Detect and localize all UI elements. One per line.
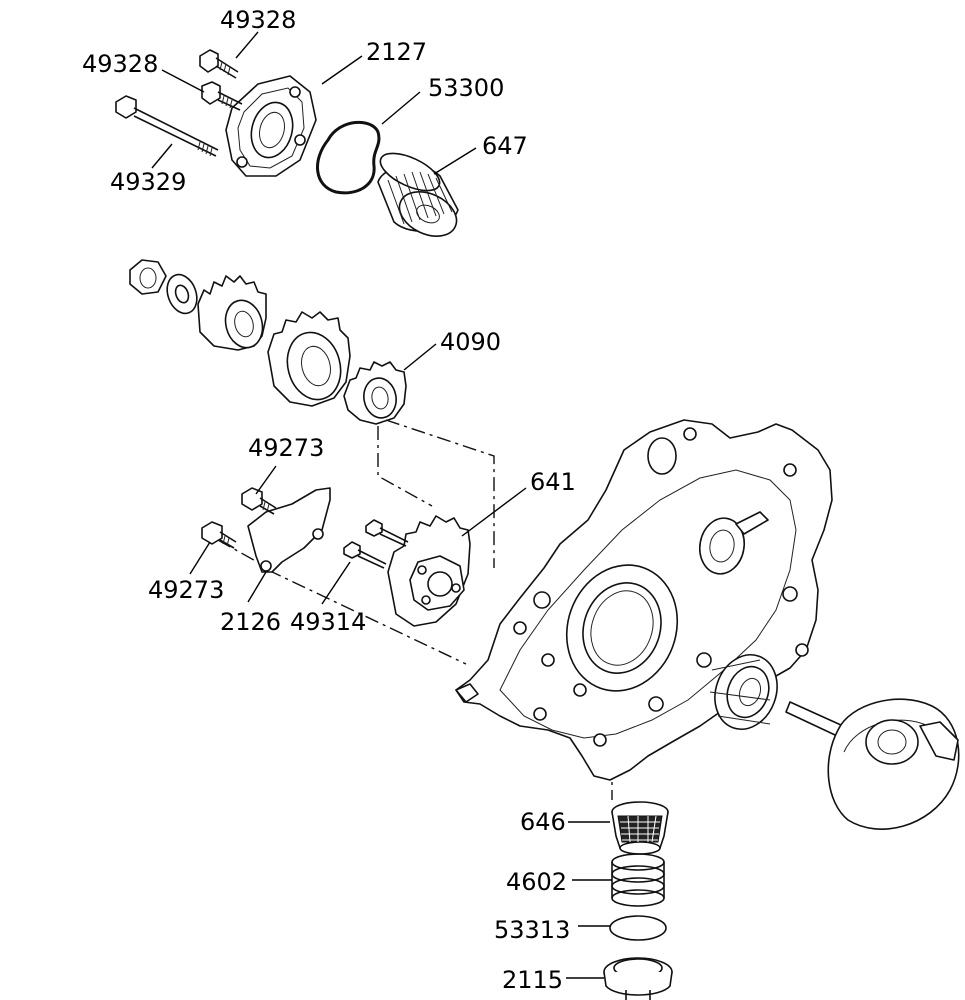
o-ring-53313 (609, 915, 667, 941)
bolt-49273-lower (201, 521, 237, 549)
spring-4602 (611, 853, 665, 907)
label-bolt-49273-lower: 49273 (148, 576, 224, 604)
label-pump-gear-4090: 4090 (440, 328, 501, 356)
label-o-ring-53313: 53313 (494, 916, 570, 944)
bolt-49328-left (201, 81, 243, 111)
chain-guide-2126 (247, 487, 331, 573)
oil-filter-647 (377, 152, 459, 237)
label-drain-plug-2115: 2115 (502, 966, 563, 994)
crankcase (455, 419, 833, 781)
drain-plug-2115 (603, 957, 673, 1000)
drive-gear-large (267, 311, 351, 407)
label-filter-cover-2127: 2127 (366, 38, 427, 66)
label-screw-49314: 49314 (290, 608, 366, 636)
crankshaft (785, 698, 960, 830)
label-spring-4602: 4602 (506, 868, 567, 896)
label-bolt-49328-left: 49328 (82, 50, 158, 78)
label-o-ring-53300: 53300 (428, 74, 504, 102)
label-oil-filter-647: 647 (482, 132, 528, 160)
label-strainer-646: 646 (520, 808, 566, 836)
label-oil-pump-641: 641 (530, 468, 576, 496)
label-long-bolt-49329: 49329 (110, 168, 186, 196)
washer (166, 273, 198, 315)
leader-lines (151, 31, 612, 979)
label-bolt-49328-top: 49328 (220, 6, 296, 34)
bolt-49328-top (199, 49, 239, 79)
oil-pump-641 (387, 515, 471, 627)
screw-49314-upper (365, 519, 409, 547)
pump-gear-4090 (343, 361, 407, 425)
drive-gear-small (197, 275, 267, 351)
long-bolt-49329 (115, 95, 219, 157)
screw-49314-lower (343, 541, 387, 569)
o-ring-53300 (316, 120, 381, 195)
label-bolt-49273-upper: 49273 (248, 434, 324, 462)
strainer-646 (611, 801, 669, 855)
label-chain-guide-2126: 2126 (220, 608, 281, 636)
oil-filter-cover (225, 75, 317, 177)
nut (129, 259, 167, 295)
